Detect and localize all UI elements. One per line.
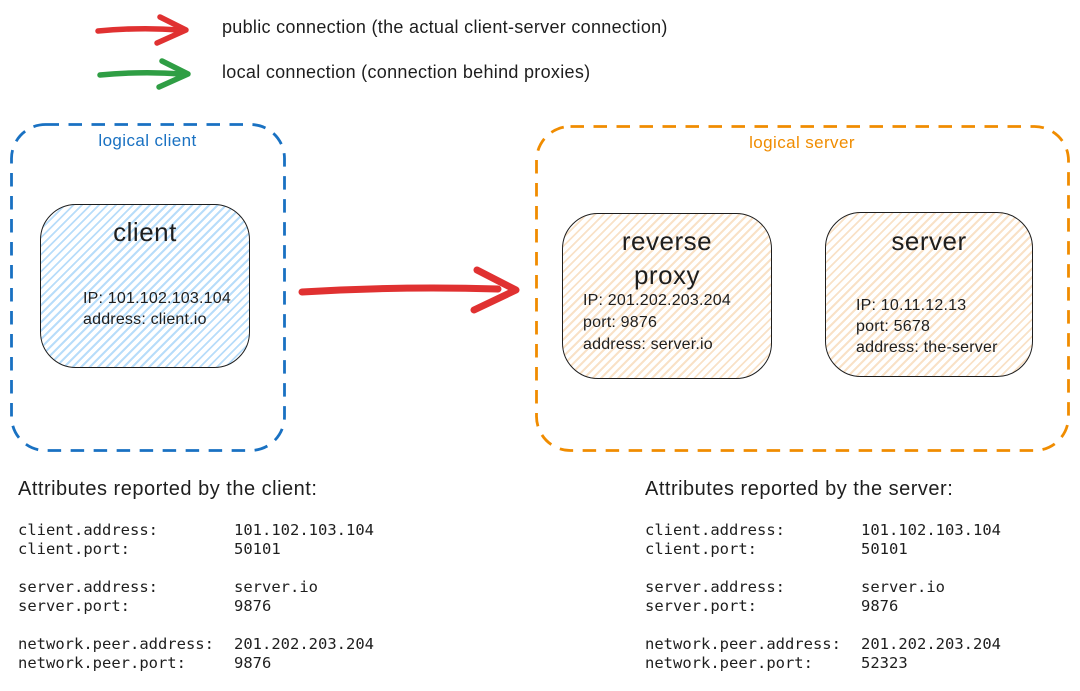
attr-row: server.port: 9876 — [645, 597, 1001, 616]
attr-row: server.address: server.io — [645, 578, 1001, 597]
attr-group: server.address: server.io server.port: 987… — [18, 578, 374, 616]
attr-value: 201.202.203.204 — [234, 635, 374, 653]
legend-public-arrow-icon — [95, 14, 189, 46]
attr-value: server.io — [234, 578, 318, 596]
reverse-proxy-title-line-1: reverse — [621, 226, 713, 256]
attr-key: server.address: — [18, 578, 158, 596]
reverse-proxy-node: reverse proxy IP: 201.202.203.204 port: … — [562, 213, 772, 379]
server-attributes-heading: Attributes reported by the server: — [645, 478, 954, 500]
client-ip: IP: 101.102.103.104 — [83, 290, 231, 307]
reverse-proxy-address: address: server.io — [583, 336, 713, 353]
attr-value: 52323 — [861, 654, 908, 672]
attr-key: server.port: — [18, 597, 130, 615]
attr-group: network.peer.address: 201.202.203.204 net… — [645, 635, 1001, 673]
attr-key: client.port: — [18, 540, 130, 558]
attr-value: 9876 — [861, 597, 899, 615]
reverse-proxy-ip: IP: 201.202.203.204 — [583, 292, 731, 309]
server-node-title: server — [891, 226, 967, 256]
attr-group: network.peer.address: 201.202.203.204 net… — [18, 635, 374, 673]
attr-value: 9876 — [234, 597, 272, 615]
attr-group: client.address: 101.102.103.104 client.po… — [645, 521, 1001, 559]
client-address: address: client.io — [83, 311, 207, 328]
attr-key: client.port: — [645, 540, 757, 558]
client-attributes-heading: Attributes reported by the client: — [18, 478, 318, 500]
logical-server-label: logical server — [749, 133, 855, 152]
logical-client-boundary — [10, 123, 286, 452]
attr-key: client.address: — [645, 521, 785, 539]
public-connection-arrow — [298, 266, 520, 314]
legend-local-label: local connection (connection behind prox… — [222, 62, 591, 82]
client-attributes-list: client.address: 101.102.103.104 client.po… — [18, 521, 374, 673]
attr-key: network.peer.address: — [645, 635, 841, 653]
server-address: address: the-server — [856, 339, 998, 356]
server-node: server IP: 10.11.12.13 port: 5678 addres… — [825, 212, 1033, 377]
attr-row: network.peer.address: 201.202.203.204 — [645, 635, 1001, 654]
legend-local-arrow-icon — [97, 58, 191, 90]
attr-row: network.peer.port: 9876 — [18, 654, 374, 673]
reverse-proxy-port: port: 9876 — [583, 314, 658, 331]
server-port: port: 5678 — [856, 318, 931, 335]
client-attributes-section: Attributes reported by the client: clien… — [18, 478, 374, 673]
attr-row: client.address: 101.102.103.104 — [18, 521, 374, 540]
server-attributes-section: Attributes reported by the server: clien… — [645, 478, 1001, 673]
attr-row: client.port: 50101 — [18, 540, 374, 559]
attr-row: client.address: 101.102.103.104 — [645, 521, 1001, 540]
attr-row: client.port: 50101 — [645, 540, 1001, 559]
attr-value: server.io — [861, 578, 945, 596]
attr-key: client.address: — [18, 521, 158, 539]
attr-row: server.port: 9876 — [18, 597, 374, 616]
server-ip: IP: 10.11.12.13 — [856, 297, 967, 314]
reverse-proxy-node-details: IP: 201.202.203.204 port: 9876 address: … — [583, 290, 731, 356]
server-attributes-list: client.address: 101.102.103.104 client.po… — [645, 521, 1001, 673]
attr-value: 9876 — [234, 654, 272, 672]
attr-key: server.port: — [645, 597, 757, 615]
attr-key: network.peer.port: — [18, 654, 186, 672]
server-node-details: IP: 10.11.12.13 port: 5678 address: the-… — [856, 295, 998, 358]
logical-server-boundary — [535, 125, 1070, 452]
attr-value: 101.102.103.104 — [861, 521, 1001, 539]
attr-group: server.address: server.io server.port: 987… — [645, 578, 1001, 616]
client-node: client IP: 101.102.103.104 address: clie… — [40, 204, 250, 368]
attr-value: 50101 — [861, 540, 908, 558]
client-node-title: client — [113, 217, 177, 247]
client-node-details: IP: 101.102.103.104 address: client.io — [83, 288, 231, 330]
attr-value: 50101 — [234, 540, 281, 558]
attr-value: 201.202.203.204 — [861, 635, 1001, 653]
reverse-proxy-node-title: reverse proxy — [563, 224, 771, 292]
attr-value: 101.102.103.104 — [234, 521, 374, 539]
logical-client-label: logical client — [98, 131, 197, 150]
attr-key: network.peer.address: — [18, 635, 214, 653]
attr-row: server.address: server.io — [18, 578, 374, 597]
attr-row: network.peer.port: 52323 — [645, 654, 1001, 673]
attr-key: server.address: — [645, 578, 785, 596]
legend-public-label: public connection (the actual client-ser… — [222, 17, 668, 37]
reverse-proxy-title-line-2: proxy — [633, 260, 701, 290]
attr-key: network.peer.port: — [645, 654, 813, 672]
attr-row: network.peer.address: 201.202.203.204 — [18, 635, 374, 654]
attr-group: client.address: 101.102.103.104 client.po… — [18, 521, 374, 559]
